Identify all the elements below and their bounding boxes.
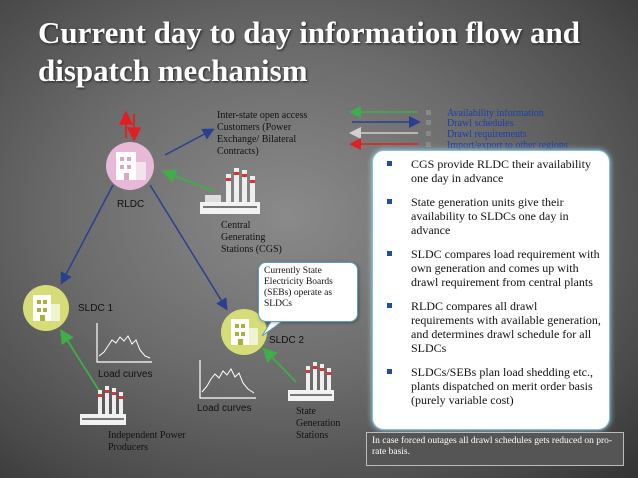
ipp-power-plant-icon (80, 386, 126, 425)
bullet-item: CGS provide RLDC their availability one … (383, 157, 601, 185)
bullet-square-icon (387, 251, 392, 256)
legend-bullet (426, 110, 431, 115)
callout-line-2: Electricity Boards (264, 277, 333, 287)
load-curve-1-graphic (96, 323, 152, 363)
ipp-line-2: Producers (108, 442, 148, 453)
bullet-square-icon (387, 303, 392, 308)
legend-label-import-export: Import/export to other regions (447, 140, 568, 151)
forced-outage-note: In case forced outages all drawl schedul… (366, 432, 624, 466)
arrow-rldc-to-interstate (164, 128, 215, 156)
legend-bullet (426, 120, 431, 125)
state-gen-power-plant-icon (288, 362, 334, 401)
legend-label-availability: Availability information (447, 108, 544, 119)
sldc1-label: SLDC 1 (78, 303, 114, 314)
bullet-item: SLDCs/SEBs plan load shedding etc., plan… (383, 365, 601, 407)
arrow-rldc-to-sldc1 (60, 184, 114, 285)
arrow-rldc-to-sldc2 (149, 184, 228, 311)
sldc2-label: SLDC 2 (269, 335, 305, 346)
bullet-text: CGS provide RLDC their availability one … (411, 157, 591, 185)
sldc1-building-icon (23, 285, 69, 331)
callout-line-4: SLDCs (264, 299, 292, 309)
cgs-line-2: Generating (221, 232, 266, 243)
bullet-item: State generation units give their availa… (383, 195, 601, 237)
arrow-cgs-to-rldc (161, 169, 216, 193)
bullet-text: SLDCs/SEBs plan load shedding etc., plan… (411, 365, 593, 407)
interstate-line-4: Contracts) (217, 146, 259, 157)
sldc2-building-icon (221, 309, 267, 355)
legend-bullet (426, 131, 431, 136)
process-bullet-list: CGS provide RLDC their availability one … (383, 157, 601, 407)
rldc-building-icon (106, 142, 154, 190)
bullet-text: RLDC compares all drawl requirements wit… (411, 299, 601, 355)
slide-title: Current day to day information flow and … (38, 15, 580, 88)
legend-label-drawl-schedules: Drawl schedules (447, 118, 514, 129)
seb-callout: Currently State Electricity Boards (SEBs… (258, 262, 358, 322)
bullet-square-icon (387, 369, 392, 374)
load-curves-1-label: Load curves (98, 369, 153, 380)
legend-label-drawl-requirements: Drawl requirements (447, 129, 527, 140)
process-info-box: CGS provide RLDC their availability one … (372, 150, 610, 430)
bullet-square-icon (387, 199, 392, 204)
callout-line-3: (SEBs) operate as (264, 288, 333, 298)
state-gen-line-1: State (296, 406, 316, 417)
load-curves-2-label: Load curves (197, 403, 252, 414)
arrow-ipp-to-sldc1 (60, 328, 101, 393)
cgs-label: Central Generating Stations (CGS) (221, 220, 282, 256)
interstate-line-3: Exchange/ Bilateral (217, 134, 297, 145)
interstate-line-2: Customers (Power (217, 122, 292, 133)
cgs-line-1: Central (221, 220, 251, 231)
callout-line-1: Currently State (264, 266, 322, 276)
ipp-label: Independent Power Producers (108, 430, 185, 454)
ipp-line-1: Independent Power (108, 430, 186, 441)
interstate-line-1: Inter-state open access (217, 110, 308, 121)
state-gen-line-3: Stations (296, 430, 329, 441)
bullet-text: SLDC compares load requirement with own … (411, 247, 600, 289)
bullet-text: State generation units give their availa… (411, 195, 569, 237)
interstate-customers-label: Inter-state open access Customers (Power… (217, 110, 307, 158)
arrow-stategen-to-sldc2 (262, 347, 297, 383)
bullet-item: SLDC compares load requirement with own … (383, 247, 601, 289)
state-gen-label: State Generation Stations (296, 406, 340, 442)
bullet-item: RLDC compares all drawl requirements wit… (383, 299, 601, 355)
rldc-label: RLDC (117, 199, 145, 210)
state-gen-line-2: Generation (296, 418, 341, 429)
bullet-square-icon (387, 161, 392, 166)
cgs-power-plant-icon (200, 168, 260, 214)
cgs-line-3: Stations (CGS) (221, 244, 282, 255)
legend-bullet (426, 142, 431, 147)
load-curve-2-graphic (199, 360, 256, 399)
